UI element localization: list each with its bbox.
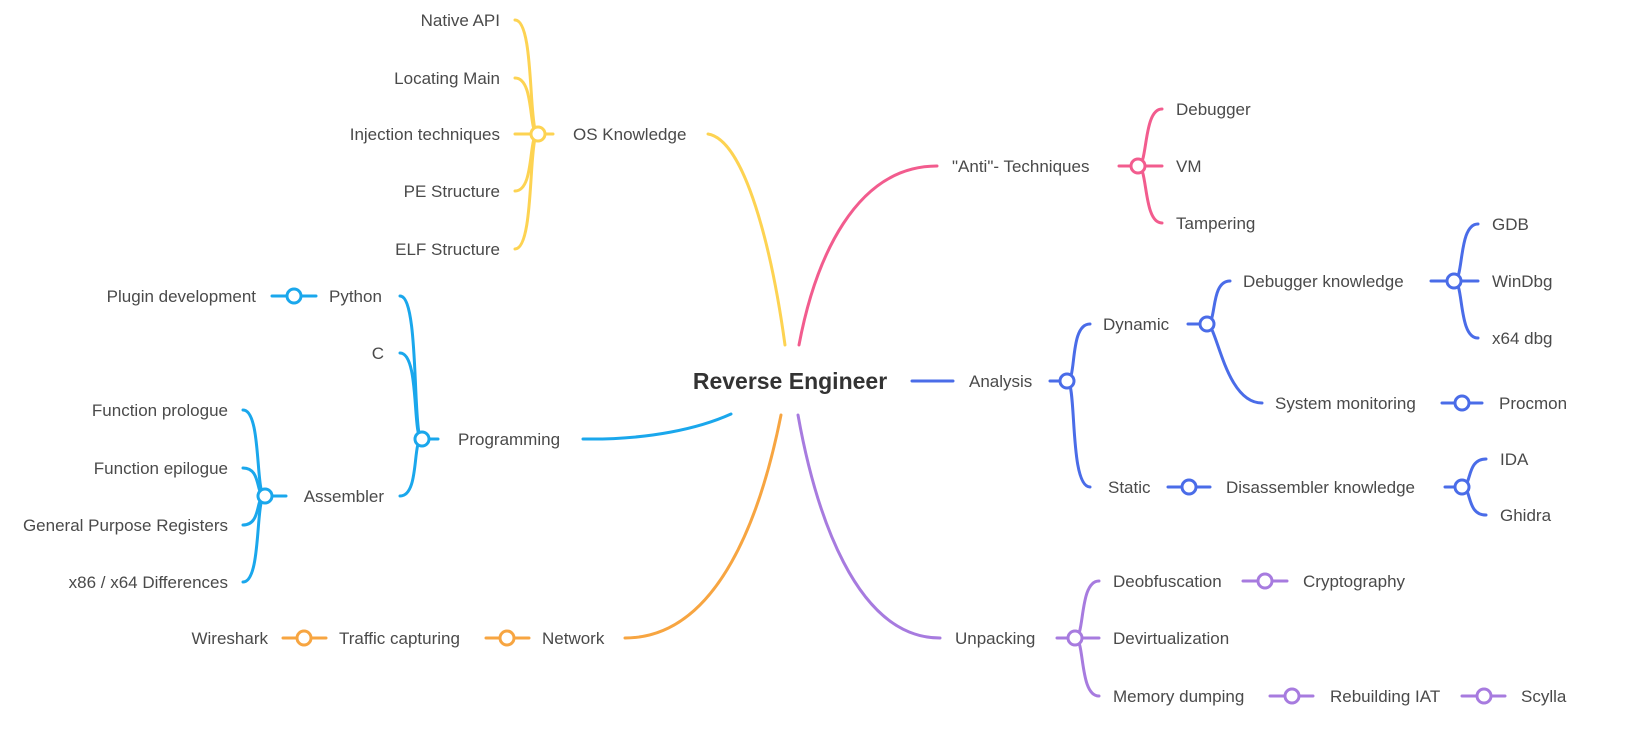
edge-deobfuscation — [1073, 579, 1101, 640]
knot-system-monitoring[interactable] — [1453, 394, 1471, 412]
node-function-prologue[interactable]: Function prologue — [92, 401, 228, 420]
root-node-title[interactable]: Reverse Engineer — [693, 368, 887, 394]
knot-deobfuscation[interactable] — [1256, 572, 1274, 590]
knot-disassembler-knowledge[interactable] — [1453, 478, 1471, 496]
edge-c — [398, 351, 424, 441]
node-disassembler-knowledge[interactable]: Disassembler knowledge — [1226, 478, 1415, 497]
node-assembler[interactable]: Assembler — [304, 487, 385, 506]
edge-system-monitoring — [1205, 322, 1264, 405]
node-general-purpose-registers[interactable]: General Purpose Registers — [23, 516, 228, 535]
node-ida[interactable]: IDA — [1500, 450, 1529, 469]
node-deobfuscation[interactable]: Deobfuscation — [1113, 572, 1222, 591]
node-scylla[interactable]: Scylla — [1521, 687, 1567, 706]
knot-assembler[interactable] — [256, 487, 274, 505]
edge-dynamic — [1065, 322, 1092, 383]
edge-root-network — [623, 413, 783, 640]
knot-unpacking[interactable] — [1066, 629, 1084, 647]
node-injection-techniques[interactable]: Injection techniques — [350, 125, 500, 144]
node-memory-dumping[interactable]: Memory dumping — [1113, 687, 1244, 706]
node-network[interactable]: Network — [542, 629, 605, 648]
branch-unpacking — [796, 413, 1507, 705]
edge-root-os-knowledge — [706, 132, 787, 347]
branch-anti-techniques — [797, 107, 1164, 347]
edge-static — [1065, 379, 1092, 489]
node-wireshark[interactable]: Wireshark — [191, 629, 268, 648]
node-x86-x64-differences[interactable]: x86 / x64 Differences — [69, 573, 228, 592]
branch-programming — [241, 287, 733, 584]
edge-gdb — [1452, 222, 1480, 283]
edge-x64dbg — [1452, 279, 1480, 340]
node-plugin-development[interactable]: Plugin development — [107, 287, 257, 306]
node-debugger-knowledge[interactable]: Debugger knowledge — [1243, 272, 1404, 291]
branch-network — [281, 413, 783, 647]
node-procmon[interactable]: Procmon — [1499, 394, 1567, 413]
node-function-epilogue[interactable]: Function epilogue — [94, 459, 228, 478]
node-rebuilding-iat[interactable]: Rebuilding IAT — [1330, 687, 1440, 706]
node-static[interactable]: Static — [1108, 478, 1151, 497]
knot-analysis[interactable] — [1058, 372, 1076, 390]
node-python[interactable]: Python — [329, 287, 382, 306]
node-tampering[interactable]: Tampering — [1176, 214, 1255, 233]
node-pe-structure[interactable]: PE Structure — [404, 182, 500, 201]
node-windbg[interactable]: WinDbg — [1492, 272, 1552, 291]
node-analysis[interactable]: Analysis — [969, 372, 1032, 391]
edge-debugger — [1136, 107, 1164, 168]
node-devirtualization[interactable]: Devirtualization — [1113, 629, 1229, 648]
knot-rebuilding-iat[interactable] — [1475, 687, 1493, 705]
edge-native-api — [513, 18, 540, 136]
knot-anti-techniques[interactable] — [1129, 157, 1147, 175]
knot-programming[interactable] — [413, 430, 431, 448]
node-traffic-capturing[interactable]: Traffic capturing — [339, 629, 460, 648]
node-gdb[interactable]: GDB — [1492, 215, 1529, 234]
node-cryptography[interactable]: Cryptography — [1303, 572, 1406, 591]
edge-root-anti — [797, 164, 939, 347]
node-native-api[interactable]: Native API — [421, 11, 500, 30]
node-anti-techniques[interactable]: "Anti"- Techniques — [952, 157, 1089, 176]
edge-locating-main — [513, 76, 540, 136]
node-c[interactable]: C — [372, 344, 384, 363]
node-x64-dbg[interactable]: x64 dbg — [1492, 329, 1553, 348]
edge-func-prologue — [241, 408, 267, 498]
node-vm[interactable]: VM — [1176, 157, 1202, 176]
node-ghidra[interactable]: Ghidra — [1500, 506, 1552, 525]
branch-os-knowledge — [513, 18, 787, 347]
knot-debugger-knowledge[interactable] — [1445, 272, 1463, 290]
edge-root-programming — [581, 412, 733, 441]
knot-os-knowledge[interactable] — [529, 125, 547, 143]
branch-analysis — [910, 222, 1488, 517]
node-dynamic[interactable]: Dynamic — [1103, 315, 1170, 334]
node-unpacking[interactable]: Unpacking — [955, 629, 1035, 648]
knot-python[interactable] — [285, 287, 303, 305]
edge-root-unpacking — [796, 413, 942, 640]
node-system-monitoring[interactable]: System monitoring — [1275, 394, 1416, 413]
knot-network[interactable] — [498, 629, 516, 647]
node-debugger[interactable]: Debugger — [1176, 100, 1251, 119]
node-locating-main[interactable]: Locating Main — [394, 69, 500, 88]
knot-memory-dumping[interactable] — [1283, 687, 1301, 705]
knot-traffic-capturing[interactable] — [295, 629, 313, 647]
edge-memory-dumping — [1073, 636, 1101, 698]
edge-assembler — [398, 437, 424, 498]
edge-x86-x64 — [241, 494, 267, 584]
edge-tampering — [1136, 164, 1164, 225]
node-programming[interactable]: Programming — [458, 430, 560, 449]
node-elf-structure[interactable]: ELF Structure — [395, 240, 500, 259]
knot-static[interactable] — [1180, 478, 1198, 496]
node-os-knowledge[interactable]: OS Knowledge — [573, 125, 686, 144]
knot-dynamic[interactable] — [1198, 315, 1216, 333]
